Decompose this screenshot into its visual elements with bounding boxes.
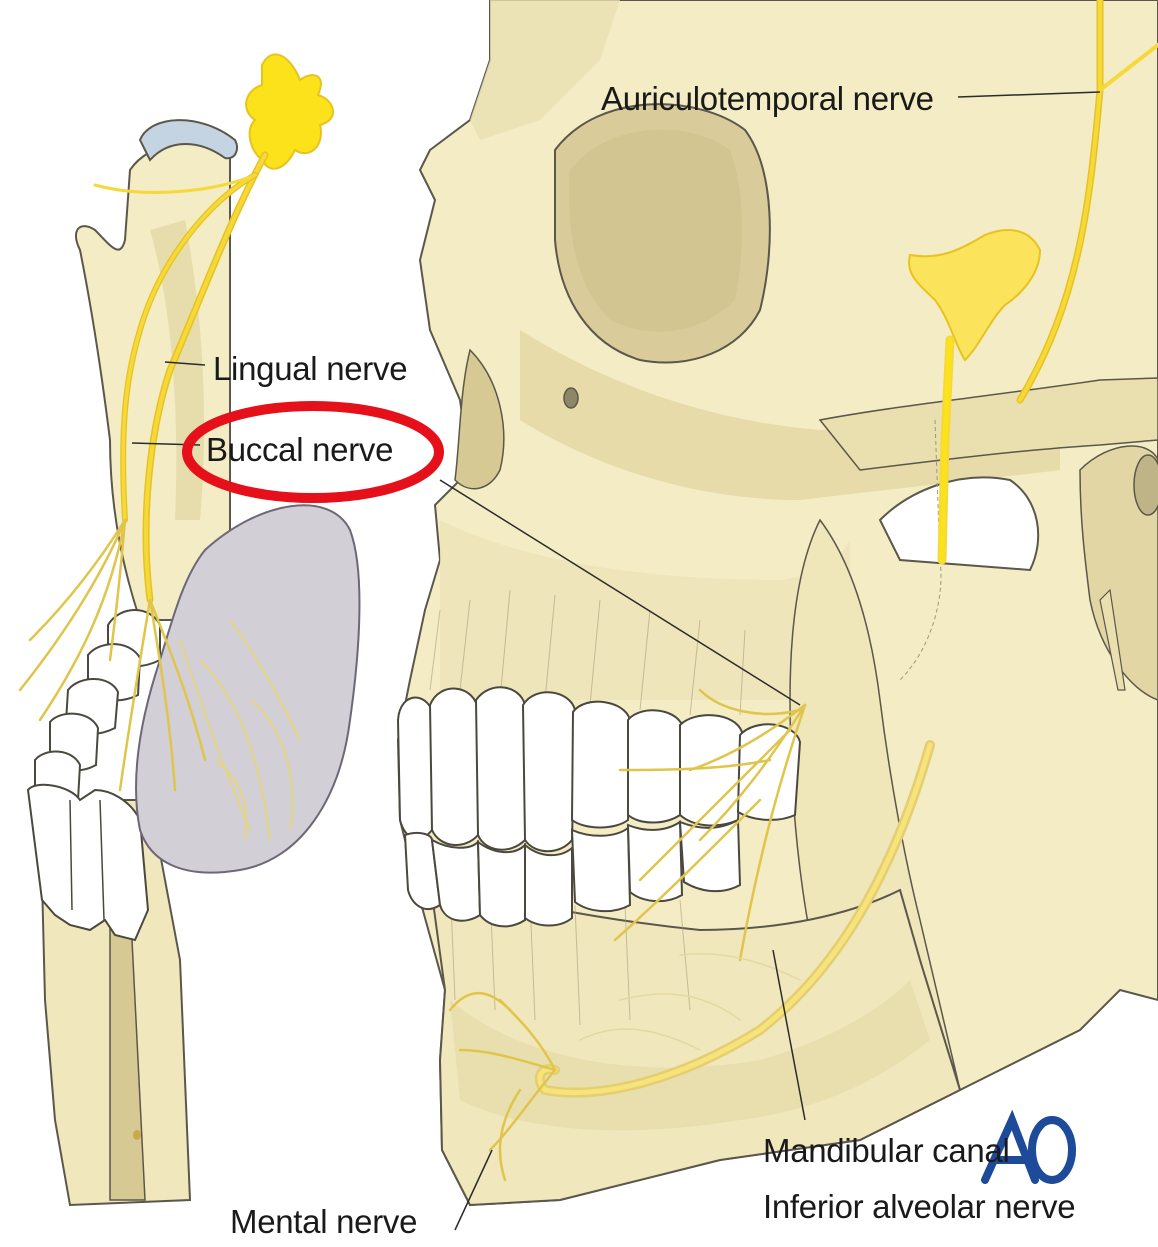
label-buccal-nerve: Buccal nerve: [206, 433, 393, 466]
label-inferior-alveolar-nerve: Inferior alveolar nerve: [763, 1190, 1075, 1223]
label-mental-nerve: Mental nerve: [230, 1205, 417, 1238]
label-auriculotemporal-nerve: Auriculotemporal nerve: [601, 82, 934, 115]
label-mandibular-canal: Mandibular canal: [763, 1134, 1010, 1167]
skull: [398, 0, 1158, 1205]
label-lingual-nerve: Lingual nerve: [213, 352, 407, 385]
